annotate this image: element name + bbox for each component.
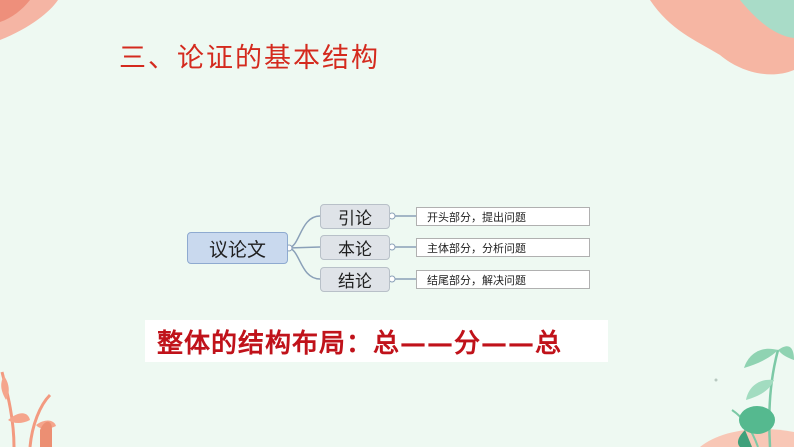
branch-jielun: 结论 [320,267,390,292]
connector-to-yinlun [287,215,321,249]
mindmap-root: 议论文 [187,232,288,264]
plant-bottom-left [0,371,56,447]
slide-title: 三、论证的基本结构 [119,43,380,74]
connector-to-jielun [287,247,321,280]
plant-bottom-right [700,346,794,447]
detail-yinlun: 开头部分，提出问题 [416,207,590,226]
branch-benlun: 本论 [320,235,390,260]
connector-to-benlun [287,246,321,249]
detail-jielun: 结尾部分，解决问题 [416,270,590,289]
corner-blob-top-right-teal [740,0,794,38]
structure-summary: 整体的结构布局：总——分——总 [145,320,608,362]
dot-ornament [714,378,718,382]
detail-benlun: 主体部分，分析问题 [416,238,590,257]
corner-blob-top-left-dark [0,0,30,22]
branch-yinlun: 引论 [320,204,390,229]
